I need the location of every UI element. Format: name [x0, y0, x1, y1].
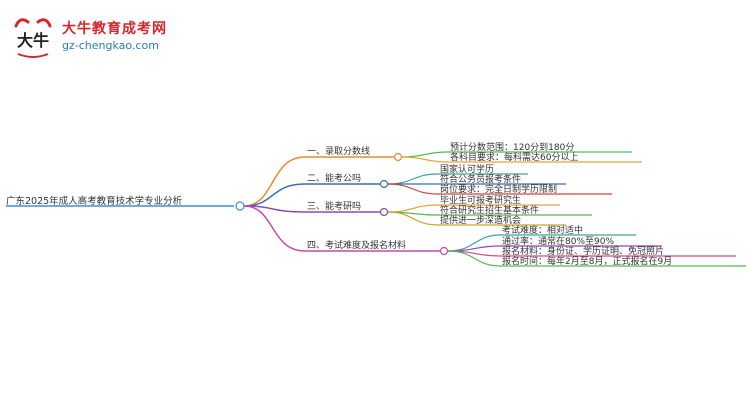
connector-branch-3 [243, 205, 306, 213]
bull-logo-icon: 大牛 [14, 18, 52, 58]
root-label: 广东2025年成人高考教育技术学专业分析 [6, 195, 183, 207]
connector-leaf-3-1 [387, 204, 439, 213]
branch-1-node-dot [393, 152, 403, 162]
connector-leaf-2-1 [387, 173, 439, 185]
branch-4-label: 四、考试难度及报名材料 [307, 239, 406, 251]
branch-3-node-dot [379, 207, 389, 217]
leaf-4-1-label: 考试难度：相对适中 [502, 224, 583, 236]
branch-4-node-dot [439, 246, 449, 256]
branch-2-label: 二、能考公吗 [307, 172, 361, 184]
leaf-4-2-label: 通过率：通常在80%至90% [502, 235, 614, 247]
branch-3-label: 三、能考研吗 [307, 200, 361, 212]
branch-1-label: 一、录取分数线 [307, 145, 370, 157]
connector-leaf-1-1 [401, 151, 449, 158]
site-logo[interactable]: 大牛 大牛教育成考网 gz-chengkao.com [10, 14, 180, 62]
leaf-2-1-label: 国家认可学历 [440, 163, 494, 175]
logo-url: gz-chengkao.com [62, 39, 159, 52]
leaf-4-3-label: 报名材料：身份证、学历证明、免冠照片 [502, 245, 664, 257]
connector-branch-1 [243, 156, 306, 207]
root-node-dot [235, 201, 245, 211]
leaf-1-2-label: 各科目要求：每科需达60分以上 [450, 151, 578, 163]
leaf-3-1-label: 毕业生可报考研究生 [440, 194, 521, 206]
logo-title: 大牛教育成考网 [62, 21, 167, 37]
connector-leaf-4-4 [447, 250, 501, 267]
leaf-3-2-label: 符合研究生招生基本条件 [440, 204, 539, 216]
leaf-4-4-label: 报名时间：每年2月至8月，正式报名在9月 [502, 255, 672, 267]
connector-branch-4 [243, 205, 306, 252]
connector-leaf-1-2 [401, 156, 449, 163]
leaf-2-2-label: 符合公务员报考条件 [440, 173, 521, 185]
leaf-3-3-label: 提供进一步深造机会 [440, 214, 521, 226]
connector-leaf-4-2 [447, 245, 501, 252]
connector-branch-2 [243, 183, 306, 207]
leaf-1-1-label: 预计分数范围：120分到180分 [450, 141, 574, 153]
logo-mark-text: 大牛 [17, 31, 49, 50]
connector-leaf-2-3 [387, 183, 439, 195]
connector-leaf-3-3 [387, 211, 439, 226]
leaf-2-3-label: 岗位要求：完全日制学历限制 [440, 183, 557, 195]
branch-2-node-dot [379, 179, 389, 189]
